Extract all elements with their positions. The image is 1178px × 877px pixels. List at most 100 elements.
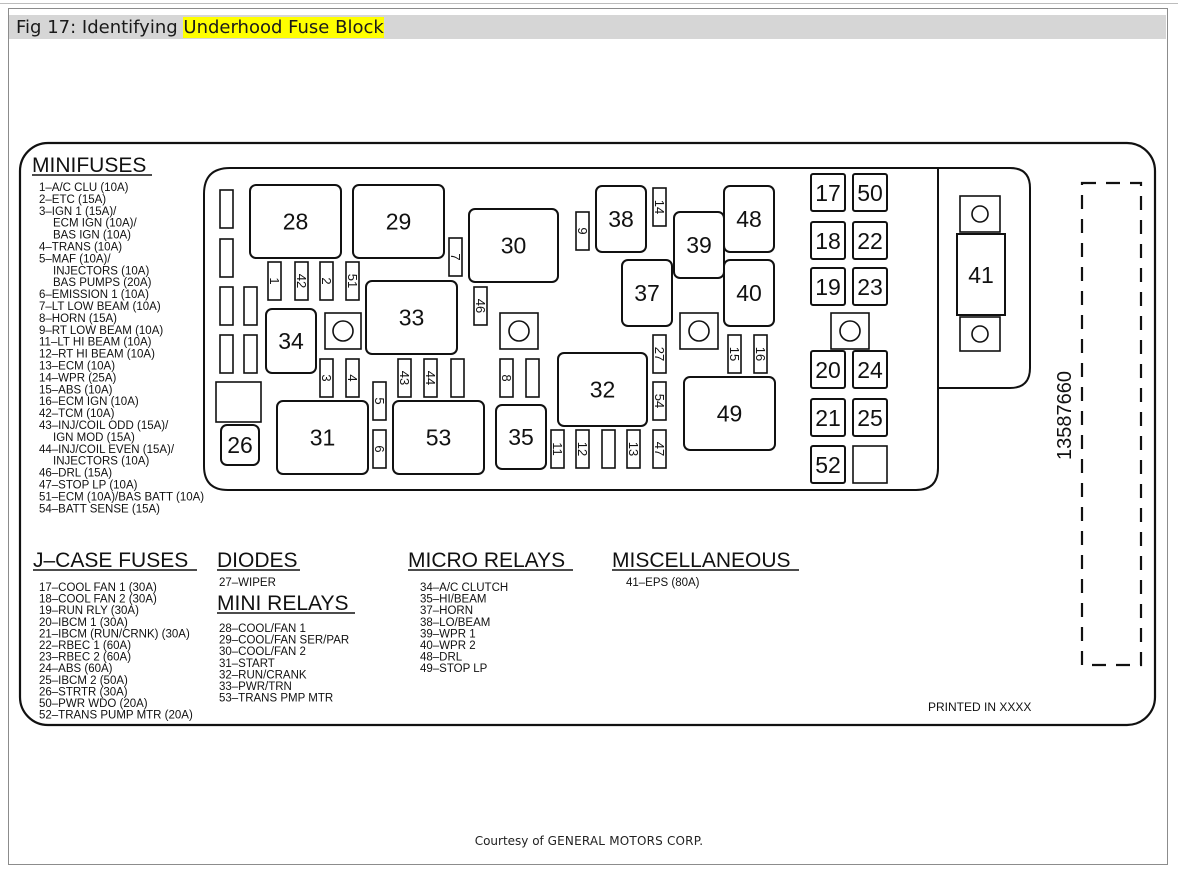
minifuse-label-47: 47 xyxy=(652,442,667,456)
minifuse-27 xyxy=(652,334,667,374)
microrelays-item: 48–DRL xyxy=(420,652,463,664)
minifuse-label-7: 7 xyxy=(448,253,463,260)
minifuse-label-12: 12 xyxy=(575,442,590,456)
minifuses-list: 1–A/C CLU (10A)2–ETC (15A)3–IGN 1 (15A)/… xyxy=(39,182,204,515)
minirelays-list: 28–COOL/FAN 129–COOL/FAN SER/PAR30–COOL/… xyxy=(219,623,349,705)
jcase-fuse-label-50: 50 xyxy=(857,180,883,206)
jcase-fuse-52 xyxy=(810,445,846,484)
relay-35 xyxy=(495,404,547,470)
minifuse-42 xyxy=(294,261,309,301)
diodes-title: DIODES xyxy=(217,549,298,572)
minifuse-6 xyxy=(372,429,387,469)
jcase-item: 20–IBCM 1 (30A) xyxy=(39,617,128,629)
courtesy-company: GENERAL MOTORS CORP. xyxy=(547,834,704,848)
jcase-fuse-19 xyxy=(810,267,846,306)
minifuse-5 xyxy=(372,381,387,421)
jcase-item: 18–COOL FAN 2 (30A) xyxy=(39,594,157,606)
minifuse-9 xyxy=(575,211,590,251)
minifuses-item: 9–RT LOW BEAM (10A) xyxy=(39,325,163,337)
jcase-fuse-17 xyxy=(810,173,846,212)
relay-49 xyxy=(683,376,776,451)
minifuse-label-4: 4 xyxy=(345,374,360,381)
minifuse-label-44: 44 xyxy=(423,371,438,385)
misc-title: MISCELLANEOUS xyxy=(612,549,791,572)
relay-label-40: 40 xyxy=(736,280,762,306)
minifuses-item: 4–TRANS (10A) xyxy=(39,242,122,254)
minifuse-51 xyxy=(345,261,360,301)
minirelays-item: 53–TRANS PMP MTR xyxy=(219,693,333,705)
jcase-fuse-50 xyxy=(852,173,888,212)
minifuses-item: 46–DRL (15A) xyxy=(39,468,112,480)
caption-highlight: Underhood Fuse Block xyxy=(183,17,384,38)
minifuse-label-43: 43 xyxy=(397,371,412,385)
jcase-fuse-label-20: 20 xyxy=(815,357,841,383)
minifuse-label-2: 2 xyxy=(319,277,334,284)
relay-label-28: 28 xyxy=(283,209,309,235)
courtesy-prefix: Courtesy of xyxy=(474,834,548,848)
empty-slot xyxy=(525,358,540,398)
minifuse-label-51: 51 xyxy=(345,274,360,288)
minifuse-43 xyxy=(397,358,412,398)
mounting-stud xyxy=(499,312,539,350)
relay-34 xyxy=(265,308,317,374)
minifuse-label-6: 6 xyxy=(372,445,387,452)
relay-label-48: 48 xyxy=(736,206,762,232)
minifuse-14 xyxy=(652,187,667,227)
eps-fuse: 41 xyxy=(956,195,1006,352)
relay-label-30: 30 xyxy=(501,233,527,259)
minifuse-label-14: 14 xyxy=(652,200,667,214)
relay-37 xyxy=(621,259,673,327)
jcase-fuse-label-18: 18 xyxy=(815,228,841,254)
microrelays-item: 38–LO/BEAM xyxy=(420,617,490,629)
empty-slot xyxy=(601,429,616,469)
minirelays-item: 30–COOL/FAN 2 xyxy=(219,646,306,658)
microrelays-item: 37–HORN xyxy=(420,605,473,617)
minifuses-item: 5–MAF (10A)/ xyxy=(39,253,111,265)
minifuse-label-46: 46 xyxy=(473,299,488,313)
top-divider xyxy=(0,3,1178,4)
minifuse-label-3: 3 xyxy=(319,374,334,381)
jcase-fuse-label-23: 23 xyxy=(857,274,883,300)
relay-48 xyxy=(723,185,775,253)
jcase-item: 21–IBCM (RUN/CRNK) (30A) xyxy=(39,628,190,640)
minifuses-item: 3–IGN 1 (15A)/ xyxy=(39,206,117,218)
relay-26 xyxy=(220,424,260,466)
minifuse-54 xyxy=(652,381,667,421)
jcase-item: 22–RBEC 1 (60A) xyxy=(39,640,131,652)
relay-label-38: 38 xyxy=(608,206,634,232)
jcase-fuse-label-22: 22 xyxy=(857,228,883,254)
minifuses-item: 47–STOP LP (10A) xyxy=(39,480,138,492)
minifuse-label-1: 1 xyxy=(267,277,282,284)
microrelays-item: 34–A/C CLUTCH xyxy=(420,582,508,594)
caption-prefix: Fig 17: Identifying xyxy=(16,17,184,38)
relay-33 xyxy=(365,280,458,355)
minirelays-item: 29–COOL/FAN SER/PAR xyxy=(219,635,349,647)
minifuse-15 xyxy=(727,334,742,374)
jcase-fuse-label-17: 17 xyxy=(815,180,841,206)
minifuse-4 xyxy=(345,358,360,398)
figure-caption: Fig 17: Identifying Underhood Fuse Block xyxy=(16,17,384,38)
relay-38 xyxy=(595,185,647,253)
minifuse-44 xyxy=(423,358,438,398)
microrelays-item: 35–HI/BEAM xyxy=(420,594,486,606)
jcase-fuse-label-24: 24 xyxy=(857,357,883,383)
empty-slot xyxy=(243,334,258,374)
jcase-fuse-25 xyxy=(852,398,888,437)
minifuses-item: 42–TCM (10A) xyxy=(39,408,115,420)
minifuses-item: 2–ETC (15A) xyxy=(39,194,106,206)
minifuses-item: INJECTORS (10A) xyxy=(53,456,149,468)
jcase-fuse-label-52: 52 xyxy=(815,452,841,478)
part-number: 13587660 xyxy=(1054,371,1076,460)
minifuses-item: 54–BATT SENSE (15A) xyxy=(39,503,160,515)
minifuses-item: INJECTORS (10A) xyxy=(53,265,149,277)
misc-list: 41–EPS (80A) xyxy=(626,577,700,589)
minifuse-label-5: 5 xyxy=(372,397,387,404)
jcase-item: 17–COOL FAN 1 (30A) xyxy=(39,582,157,594)
courtesy-line: Courtesy of GENERAL MOTORS CORP. xyxy=(0,834,1178,848)
minifuses-item: 43–INJ/COIL ODD (15A)/ xyxy=(39,420,169,432)
relay-label-49: 49 xyxy=(717,401,743,427)
relay-31 xyxy=(276,400,369,475)
jcase-list: 17–COOL FAN 1 (30A)18–COOL FAN 2 (30A)19… xyxy=(39,582,193,722)
microrelays-item: 40–WPR 2 xyxy=(420,640,476,652)
